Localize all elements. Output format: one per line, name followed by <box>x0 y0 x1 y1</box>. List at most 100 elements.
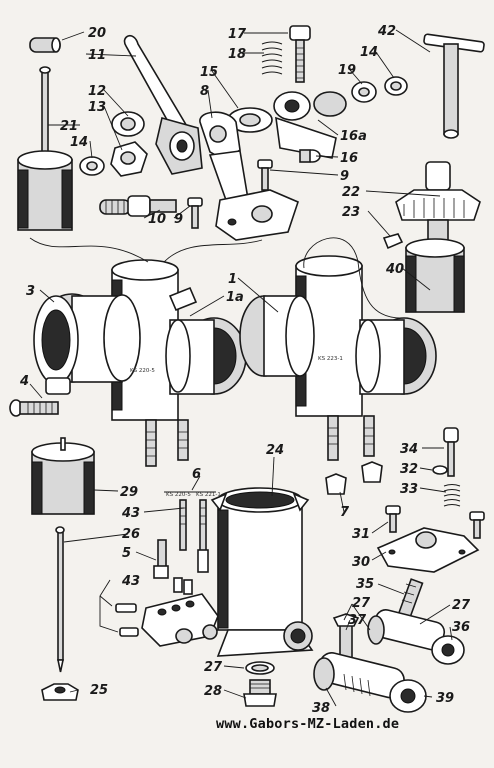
part-1a-carburetor-body-left: KS 220-5 <box>35 259 247 467</box>
label-27-middle: 27 <box>352 596 371 611</box>
part-28-drain-plug <box>243 679 277 707</box>
part-17-screw <box>289 25 311 83</box>
label-8: 8 <box>200 84 209 99</box>
part-9-screw-upper <box>257 159 273 191</box>
label-22: 22 <box>342 185 360 200</box>
part-22-knurled-cap <box>395 161 481 247</box>
label-17: 17 <box>228 27 247 42</box>
needle-a-stamp: KS 220-5 <box>166 492 191 498</box>
part-23-jet <box>382 233 404 250</box>
label-14-right: 14 <box>360 45 378 60</box>
part-29-cylinder <box>31 437 95 515</box>
part-16-small-screw <box>299 149 321 163</box>
part-4-clamp-screw <box>9 377 71 417</box>
label-26: 26 <box>122 527 140 542</box>
part-14-nut-right <box>384 76 408 96</box>
part-3-flange <box>33 295 79 385</box>
label-10: 10 <box>148 212 166 227</box>
part-34-screw <box>443 427 459 477</box>
label-16: 16 <box>340 151 358 166</box>
part-16a-bracket <box>273 91 347 159</box>
label-39: 39 <box>436 691 454 706</box>
part-14-nut-left <box>79 156 105 176</box>
part-31-screws <box>385 505 485 539</box>
part-number-labels: 20 11 17 18 15 8 42 14 19 12 13 21 14 16… <box>19 24 471 716</box>
label-43-lower: 43 <box>121 574 140 589</box>
label-18: 18 <box>228 47 246 62</box>
part-26-needle <box>55 526 65 673</box>
needle-b-stamp: KS 221-1 <box>196 492 221 498</box>
part-20-pin <box>29 37 61 53</box>
label-14-left: 14 <box>70 135 88 150</box>
label-1a: 1a <box>226 290 244 305</box>
label-24: 24 <box>266 443 284 458</box>
label-7: 7 <box>340 505 350 520</box>
label-21: 21 <box>60 119 78 134</box>
part-cover-plate <box>215 189 299 241</box>
label-15: 15 <box>200 65 218 80</box>
part-10-adjuster <box>99 195 177 217</box>
label-37: 37 <box>348 613 367 628</box>
label-5: 5 <box>122 546 131 561</box>
label-20: 20 <box>88 26 106 41</box>
label-9-lower: 9 <box>174 212 183 227</box>
part-6-needle-jets: KS 220-5 KS 221-1 <box>164 491 221 573</box>
part-42-t-wrench <box>423 33 485 139</box>
part-25-nut <box>41 683 79 701</box>
part-7-nuts <box>325 461 383 495</box>
part-12-cap <box>111 111 145 137</box>
part-43-small-jets <box>115 577 193 637</box>
label-29: 29 <box>120 485 138 500</box>
part-24-float-bowl <box>210 487 314 657</box>
part-5-jet <box>153 539 169 579</box>
label-33: 33 <box>400 482 418 497</box>
fuel-line-curves <box>29 237 407 319</box>
label-25: 25 <box>90 683 108 698</box>
part-1-carburetor-body-right: KS 223-1 <box>239 255 437 461</box>
label-38: 38 <box>312 701 330 716</box>
body-left-stamp: KS 220-5 <box>130 368 155 374</box>
label-12: 12 <box>88 84 106 99</box>
label-11: 11 <box>88 48 106 63</box>
part-32-washer <box>432 465 448 475</box>
label-16a: 16a <box>340 129 367 144</box>
label-4: 4 <box>19 374 29 389</box>
part-40-cylinder <box>405 238 465 313</box>
body-right-stamp: KS 223-1 <box>318 356 343 362</box>
label-35: 35 <box>356 577 374 592</box>
part-35-banjo-fitting <box>367 578 465 665</box>
label-42: 42 <box>377 24 396 39</box>
label-31: 31 <box>352 527 370 542</box>
part-9-screw-lower <box>187 197 203 229</box>
part-33-spring <box>443 484 461 507</box>
label-28: 28 <box>204 684 222 699</box>
part-11-lever <box>123 35 203 175</box>
label-40: 40 <box>385 262 404 277</box>
part-13-nut <box>110 141 148 177</box>
label-19: 19 <box>338 63 356 78</box>
part-30-cover <box>376 527 480 573</box>
label-3: 3 <box>26 284 35 299</box>
part-mixing-block <box>141 593 219 647</box>
label-27-bottom: 27 <box>204 660 223 675</box>
label-43-upper: 43 <box>121 506 140 521</box>
part-19-nut <box>351 81 377 103</box>
label-6: 6 <box>192 467 201 482</box>
part-18-spring <box>261 41 283 75</box>
label-32: 32 <box>400 462 418 477</box>
part-slide-cylinder <box>17 150 73 231</box>
label-34: 34 <box>400 442 418 457</box>
part-37-banjo-lower <box>313 613 427 713</box>
leader-lines <box>29 29 453 707</box>
label-30: 30 <box>352 555 370 570</box>
label-9-upper: 9 <box>340 169 349 184</box>
label-36: 36 <box>452 620 470 635</box>
label-27-right: 27 <box>452 598 471 613</box>
label-13: 13 <box>88 100 106 115</box>
label-23: 23 <box>342 205 360 220</box>
watermark-url: www.Gabors-MZ-Laden.de <box>216 716 400 732</box>
label-1: 1 <box>228 272 237 287</box>
part-27-washer <box>245 661 275 675</box>
